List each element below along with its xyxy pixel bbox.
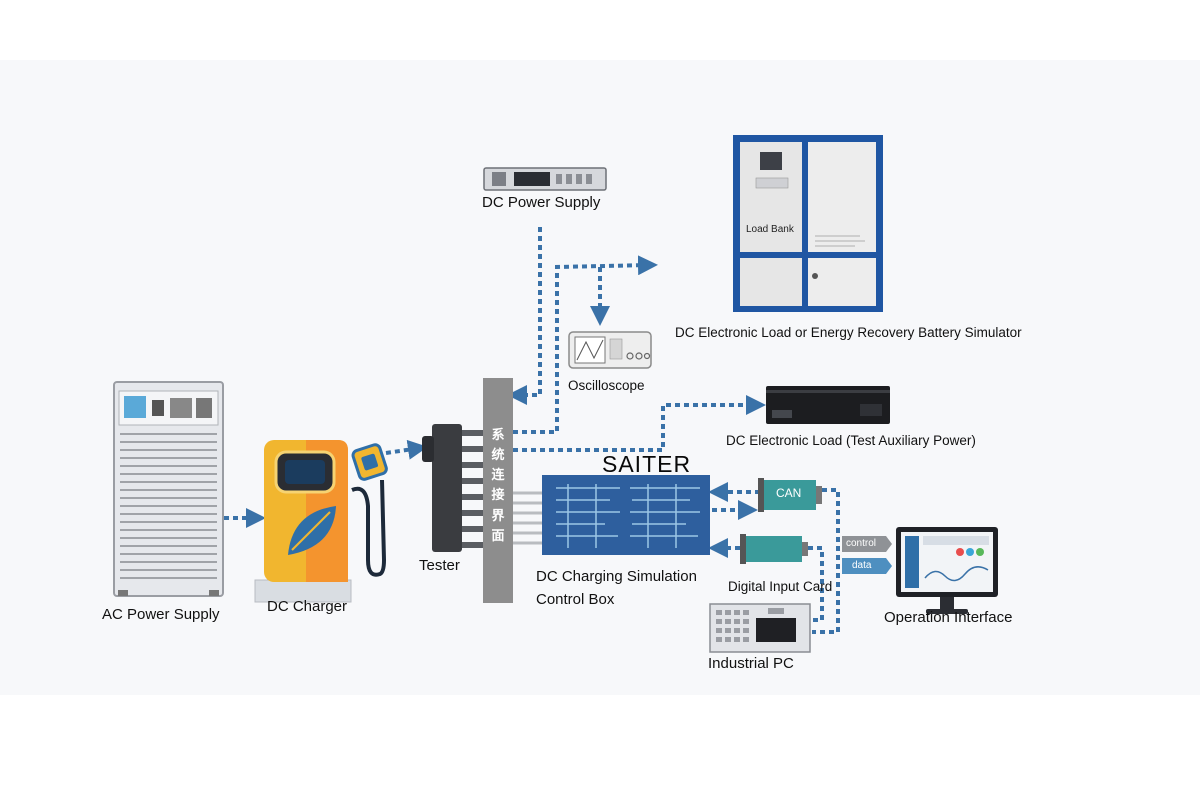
brand-label: SAITER	[602, 451, 692, 477]
ac-power-supply-cabinet	[113, 381, 224, 597]
panel-to-box-wires	[513, 491, 542, 545]
tester-device	[422, 424, 484, 552]
load-bank-panel-label: Load Bank	[746, 224, 794, 235]
interface-panel-label: 系统连接界面	[491, 428, 505, 544]
data-tag-label: data	[852, 560, 872, 571]
line-dic-to-pc	[808, 546, 824, 622]
connections	[224, 227, 840, 634]
dc-power-supply-device	[483, 167, 607, 191]
digital-input-card-label: Digital Input Card	[728, 579, 833, 594]
load-bank-cabinet	[733, 135, 883, 312]
arrow-panel-to-loadbank	[513, 255, 658, 434]
arrow-charger-to-tester	[385, 439, 428, 460]
line-can-to-pc	[812, 488, 840, 634]
dc-electronic-load-label: DC Electronic Load or Energy Recovery Ba…	[675, 325, 1022, 340]
operation-interface-monitor	[896, 527, 998, 614]
arrow-dcps-to-panel	[507, 227, 542, 405]
dc-power-supply-label: DC Power Supply	[482, 194, 601, 211]
cabinet-vents	[120, 433, 217, 579]
control-box-label-line1: DC Charging Simulation	[536, 568, 697, 585]
tester-label: Tester	[419, 557, 460, 574]
industrial-pc-device	[709, 603, 811, 653]
dc-charger-label: DC Charger	[267, 598, 348, 615]
ac-power-supply-label: AC Power Supply	[102, 606, 220, 623]
operation-interface-label: Operation Interface	[884, 609, 1013, 626]
oscilloscope-device	[568, 331, 652, 369]
control-box-device	[542, 475, 710, 555]
aux-load-device	[766, 386, 890, 424]
oscilloscope-label: Oscilloscope	[568, 378, 645, 393]
dc-electronic-load-aux-label: DC Electronic Load (Test Auxiliary Power…	[726, 433, 976, 448]
control-box-label-line2: Control Box	[536, 591, 615, 608]
interface-panel	[483, 378, 513, 603]
charger-nozzle	[351, 443, 388, 481]
dc-charger-device	[254, 440, 388, 603]
industrial-pc-label: Industrial PC	[708, 655, 794, 672]
can-module	[758, 478, 822, 512]
charger-cable	[351, 479, 387, 577]
arrow-panel-to-aux-load	[513, 395, 766, 452]
signal-tags	[842, 536, 892, 574]
digital-input-card-device	[740, 534, 808, 564]
can-label: CAN	[776, 486, 802, 500]
control-tag-label: control	[846, 538, 877, 549]
